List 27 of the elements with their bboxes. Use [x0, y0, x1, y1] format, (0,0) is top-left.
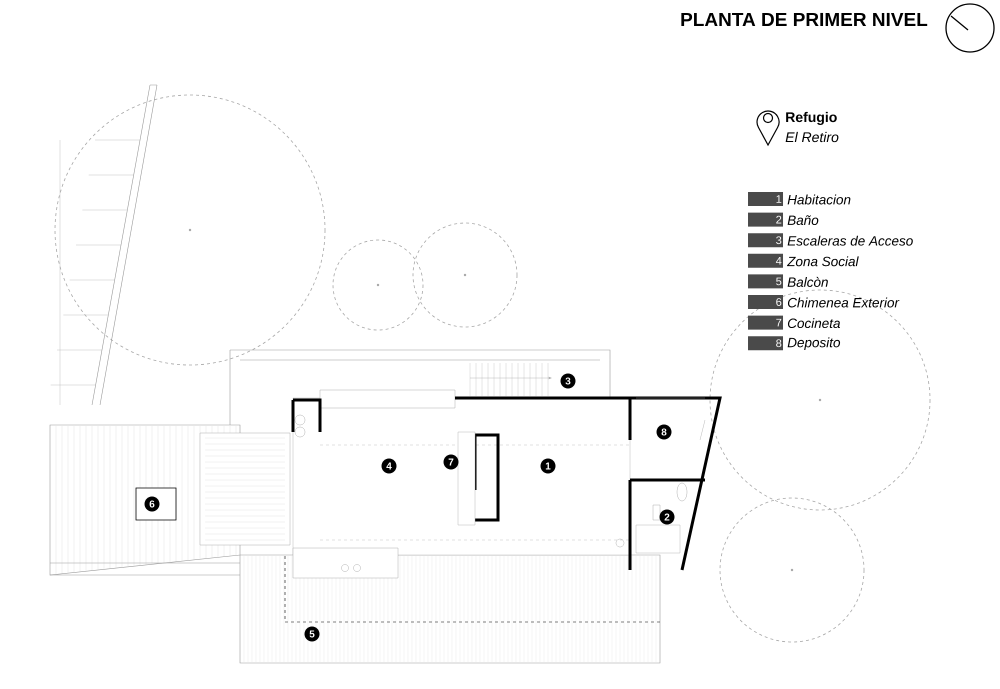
legend-number: 3	[776, 236, 782, 244]
legend-text: Zona Social	[786, 256, 859, 266]
callout-number: 1	[540, 458, 556, 474]
legend-number: 2	[776, 216, 782, 224]
callout-number: 2	[660, 510, 674, 524]
legend-text: Balcòn	[788, 276, 828, 287]
legend-text: Cocineta	[788, 318, 840, 328]
legend-text: Chimenea Exterior	[788, 298, 900, 308]
callout-number: 5	[304, 626, 320, 642]
legend-number: 4	[776, 257, 782, 265]
legend-number: 5	[776, 278, 782, 286]
legend-text: Baño	[788, 215, 818, 225]
callout-number: 6	[144, 496, 160, 512]
legend-number: 6	[776, 298, 782, 306]
callout-number: 7	[444, 454, 458, 470]
callout-number: 4	[382, 458, 396, 474]
legend-number: 8	[776, 339, 782, 348]
callout-number: 8	[656, 424, 672, 440]
legend-text: Escaleras de Acceso	[788, 236, 913, 246]
place-name: Refugio	[786, 112, 837, 125]
callout-number: 3	[560, 374, 576, 388]
title: PLANTA DE PRIMER NIVEL	[681, 12, 928, 26]
place-subtitle: El Retiro	[786, 132, 838, 142]
legend-text: Habitacion	[788, 194, 850, 204]
legend-text: Deposito	[788, 337, 840, 350]
legend-number: 1	[776, 195, 782, 203]
legend-number: 7	[776, 318, 782, 326]
